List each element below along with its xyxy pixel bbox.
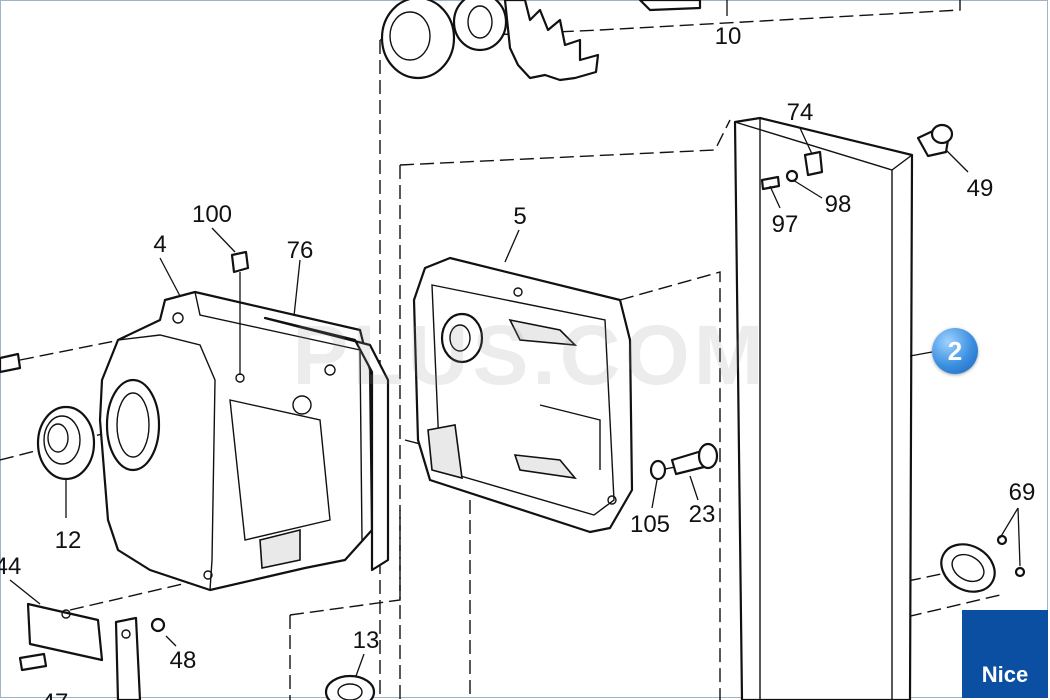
- callout-12: 12: [55, 527, 82, 554]
- callout-105: 105: [630, 511, 670, 538]
- leader-lines: [9, 0, 1021, 677]
- callout-5: 5: [513, 203, 526, 230]
- part-12-seal: [36, 405, 96, 481]
- part-bracket: [114, 616, 142, 700]
- part-97-screw: [760, 175, 781, 191]
- part-105-washer: [649, 459, 667, 481]
- part-74-clip: [803, 150, 824, 177]
- part-100-pin: [230, 250, 250, 383]
- callout-13: 13: [353, 627, 380, 654]
- part-76-gasket: [263, 316, 390, 572]
- callout-74: 74: [787, 99, 814, 126]
- callout-10: 10: [715, 23, 742, 50]
- callout-23: 23: [689, 501, 716, 528]
- part-23-screw: [670, 442, 719, 476]
- part-48-nut: [150, 617, 166, 633]
- callout-48: 48: [170, 647, 197, 674]
- part-47-screw: [18, 652, 48, 672]
- callout-97: 97: [772, 211, 799, 238]
- callout-49: 49: [967, 175, 994, 202]
- callout-labels: 10 74 49 97 98 100 4 76 5 12 105 23 69 4…: [0, 23, 1035, 700]
- part-marker-badge[interactable]: 2: [932, 328, 978, 374]
- part-10-bearing-gear: [380, 0, 702, 82]
- callout-100: 100: [192, 201, 232, 228]
- part-13-bush: [324, 674, 376, 700]
- part-screw-left: [0, 352, 22, 374]
- part-2-bar: [733, 116, 914, 700]
- callout-98: 98: [825, 191, 852, 218]
- part-5-cover: [412, 256, 634, 534]
- part-4-housing: [98, 290, 374, 592]
- callout-44: 44: [0, 553, 21, 580]
- callout-69: 69: [1009, 479, 1036, 506]
- part-69-plate: [940, 534, 1026, 593]
- part-98-washer: [785, 169, 799, 183]
- part-49-fitting: [916, 123, 954, 158]
- brand-logo: Nice: [962, 610, 1048, 698]
- part-44-plate: [26, 602, 104, 662]
- callout-76: 76: [287, 237, 314, 264]
- callout-4: 4: [153, 231, 166, 258]
- callout-47: 47: [42, 689, 69, 700]
